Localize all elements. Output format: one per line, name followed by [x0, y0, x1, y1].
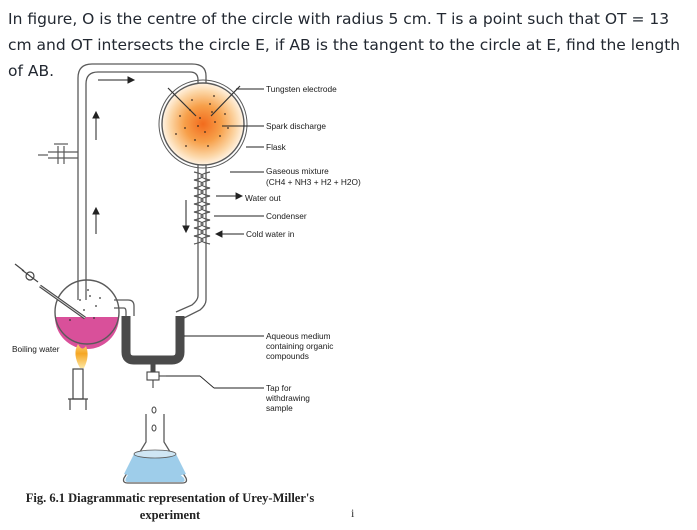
left-electrode: [167, 87, 197, 117]
label-tap-2: withdrawing: [265, 393, 310, 403]
label-aqueous-medium-2: containing organic: [266, 341, 333, 351]
label-boiling-water: Boiling water: [12, 344, 60, 354]
boiling-flask: [39, 279, 120, 349]
label-spark-discharge: Spark discharge: [266, 121, 326, 131]
label-tap-3: sample: [266, 403, 293, 413]
conical-flask: [122, 414, 188, 484]
spark-particles: [175, 95, 229, 147]
glass-tubing: [77, 63, 207, 321]
drops: [151, 406, 157, 432]
connector-tube: [114, 299, 135, 316]
u-trap: [121, 316, 185, 372]
figure-caption-line2: experiment: [139, 508, 201, 522]
label-condenser: Condenser: [266, 211, 307, 221]
leader-lines: [166, 88, 264, 389]
left-valve-icon: [14, 263, 39, 283]
label-cold-water-in: Cold water in: [246, 229, 295, 239]
sample-tap-icon: [146, 371, 166, 388]
burner: [68, 344, 88, 410]
info-icon[interactable]: i: [351, 506, 355, 520]
flow-arrows: [92, 76, 190, 234]
label-aqueous-medium: Aqueous medium: [266, 331, 331, 341]
figure-caption-line1: Fig. 6.1 Diagrammatic representation of …: [25, 491, 315, 505]
label-flask: Flask: [266, 142, 287, 152]
figure-caption: Fig. 6.1 Diagrammatic representation of …: [10, 490, 330, 524]
label-water-out: Water out: [245, 193, 281, 203]
question-text: In figure, O is the centre of the circle…: [8, 10, 681, 80]
right-electrode: [210, 85, 241, 117]
label-gaseous-formula: (CH4 + NH3 + H2 + H2O): [266, 177, 361, 187]
label-tungsten-electrode: Tungsten electrode: [266, 84, 337, 94]
spark-flask: [158, 79, 248, 169]
label-gaseous-mixture: Gaseous mixture: [266, 166, 329, 176]
label-tap: Tap for: [266, 383, 292, 393]
condenser-coil: [193, 171, 211, 245]
label-aqueous-medium-3: compounds: [266, 351, 309, 361]
upper-stopcock-icon: [38, 143, 78, 164]
